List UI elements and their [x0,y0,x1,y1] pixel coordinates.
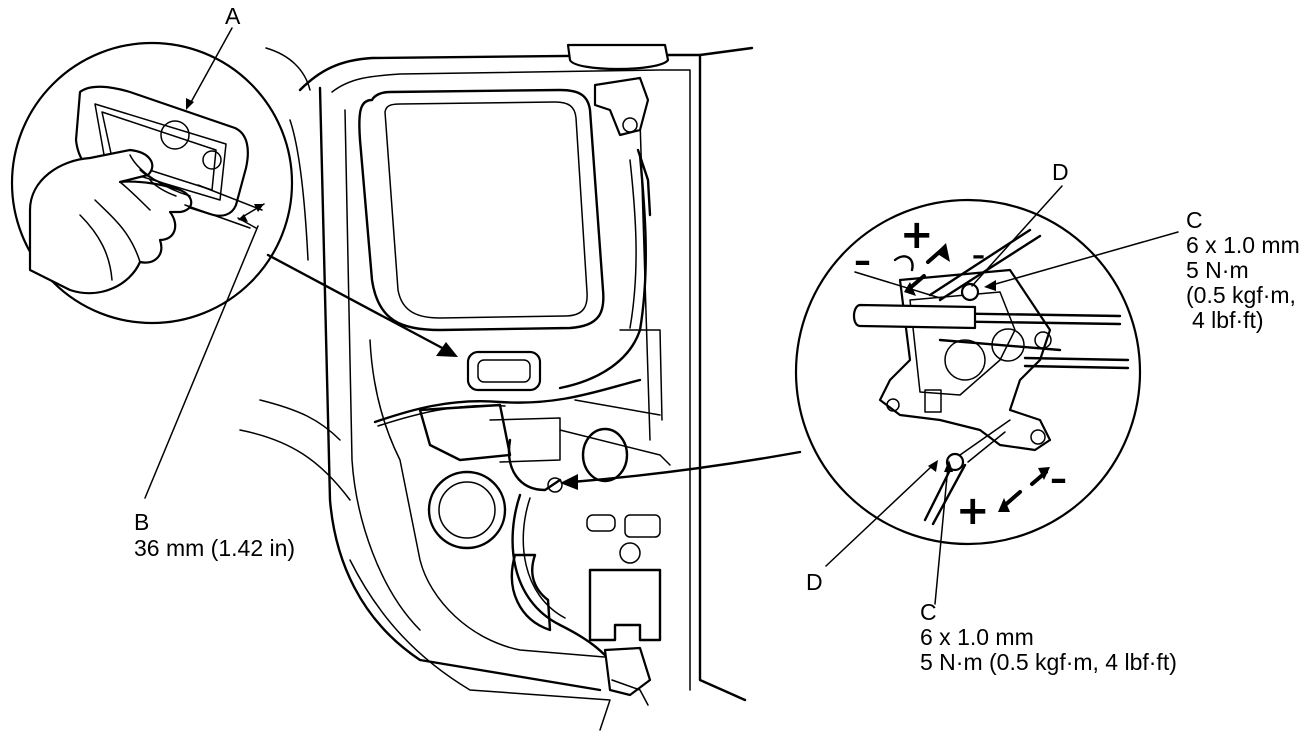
label-d-upper: D [1052,159,1069,185]
label-c-upper-line2: 5 N·m [1186,257,1249,283]
connector-arrows [266,253,802,490]
label-c-upper-line1: 6 x 1.0 mm [1186,232,1300,258]
minus-symbol-upper-left: – [854,241,871,281]
plus-symbol-lower: + [956,488,990,534]
label-c-upper-line4: 4 lbf·ft) [1192,307,1264,333]
latch-detail-circle [794,198,1142,546]
label-c-upper-line3: (0.5 kgf·m, [1186,282,1296,308]
label-c-lower: C [920,599,937,625]
label-c-lower-line2: 5 N·m (0.5 kgf·m, 4 lbf·ft) [920,649,1177,675]
label-c-upper: C [1186,207,1203,233]
minus-symbol-upper-right: – [972,241,985,271]
minus-symbol-lower: – [1050,459,1067,499]
plus-symbol-upper: + [900,212,934,258]
label-a: A [225,3,241,29]
label-d-lower: D [806,569,823,595]
door-body [239,43,754,731]
label-b: B [134,509,150,535]
label-b-spec: 36 mm (1.42 in) [134,535,296,561]
label-c-lower-line1: 6 x 1.0 mm [920,624,1034,650]
leader-lines [144,27,1179,605]
handle-detail-circle [10,41,294,325]
